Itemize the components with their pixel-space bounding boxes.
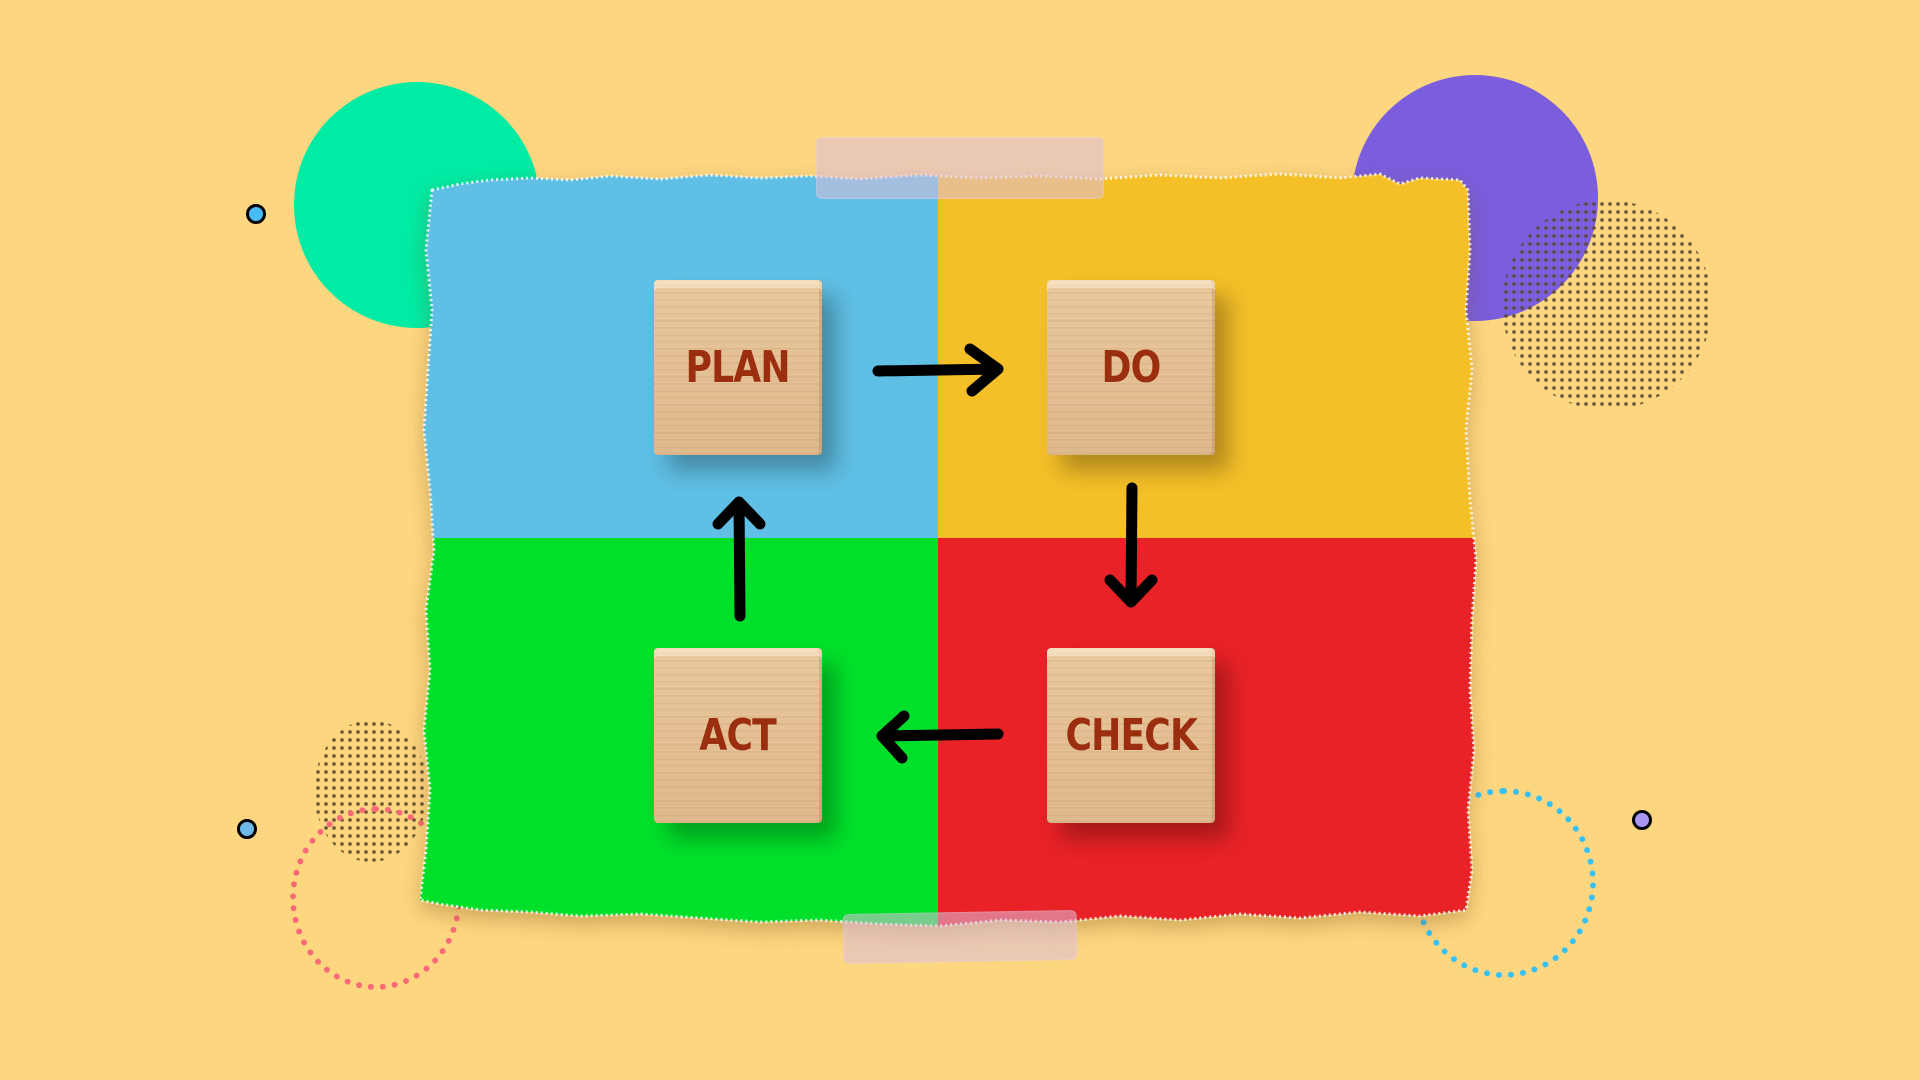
- do-block: DO: [1047, 280, 1215, 455]
- purple-dot-right: [1632, 810, 1652, 830]
- act-block: ACT: [654, 648, 822, 823]
- check-block: CHECK: [1047, 648, 1215, 823]
- tape-top: [816, 137, 1104, 199]
- check-label: CHECK: [1065, 710, 1197, 761]
- arrow-down-icon: [1100, 480, 1160, 615]
- blue-dot-top-left: [246, 204, 266, 224]
- tape-bottom: [842, 909, 1078, 965]
- do-label: DO: [1101, 342, 1162, 393]
- torn-paper-board: [420, 172, 1478, 928]
- halftone-circle-top-right: [1502, 200, 1712, 410]
- plan-label: PLAN: [685, 342, 791, 393]
- arrow-up-icon: [708, 490, 768, 625]
- arrow-right-icon: [870, 343, 1010, 405]
- arrow-left-icon: [870, 710, 1010, 770]
- pdca-board: [420, 170, 1490, 940]
- blue-dot-bottom-left: [237, 819, 257, 839]
- plan-block: PLAN: [654, 280, 822, 455]
- act-label: ACT: [699, 710, 777, 761]
